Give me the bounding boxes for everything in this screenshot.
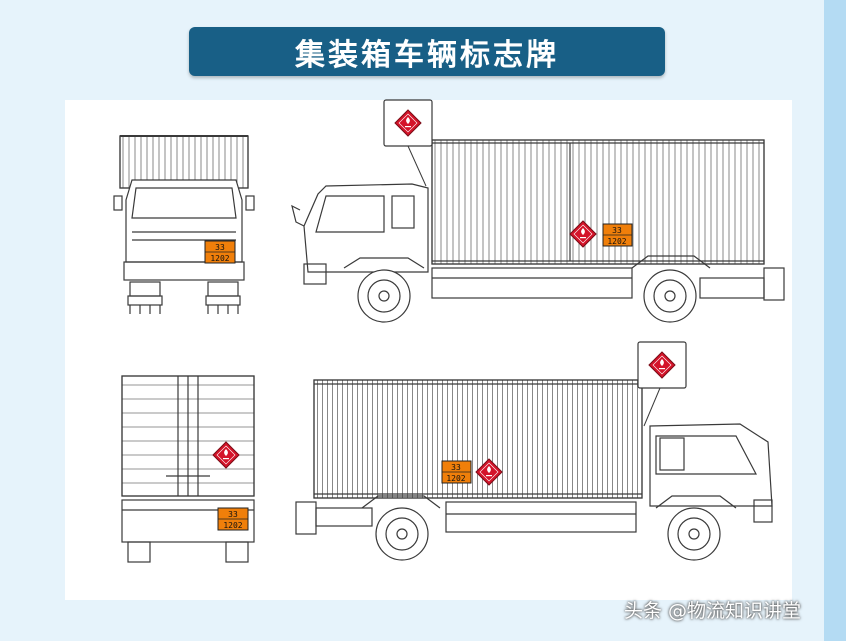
side-left-hazard-markings: 33 1202 [383, 99, 633, 248]
title-banner: 集装箱车辆标志牌 [189, 27, 665, 76]
front-plate-un-number: 1202 [210, 254, 229, 263]
rear-plate-hazard-number: 33 [228, 510, 238, 519]
side-view-truck-left [291, 139, 785, 323]
front-view-truck [113, 135, 255, 314]
rear-view-truck [121, 375, 255, 563]
front-plate-hazard-number: 33 [215, 243, 225, 252]
side2-plate-un-number: 1202 [446, 474, 465, 483]
rear-plate-un-number: 1202 [223, 521, 242, 530]
watermark: 头条 @物流知识讲堂 [624, 600, 802, 622]
side-right-hazard-markings: 33 1202 [441, 341, 687, 486]
right-border-band [824, 0, 846, 641]
front-hazard-plate: 33 1202 [204, 240, 236, 264]
side-plate-hazard-number: 33 [612, 226, 622, 235]
side2-plate-hazard-number: 33 [451, 463, 461, 472]
side-view-truck-right [295, 379, 773, 561]
page-title: 集装箱车辆标志牌 [295, 37, 559, 73]
rear-hazard-markings: 33 1202 [212, 441, 249, 531]
side-plate-un-number: 1202 [607, 237, 626, 246]
